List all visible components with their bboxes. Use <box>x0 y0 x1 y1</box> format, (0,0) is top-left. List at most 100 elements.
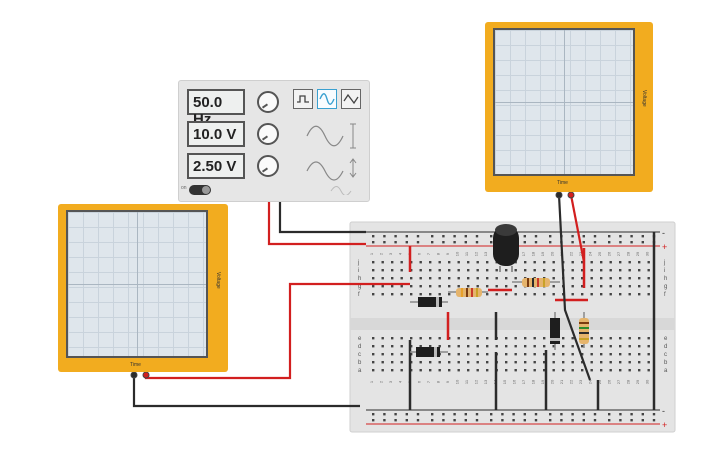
diode-2[interactable] <box>410 347 448 357</box>
resistor-3[interactable] <box>579 312 589 348</box>
column-number: 18 <box>531 379 536 384</box>
power-switch[interactable] <box>189 185 211 195</box>
row-letter: a <box>664 368 668 374</box>
column-number: 9 <box>445 252 450 255</box>
rail-plus-symbol: + <box>662 242 667 252</box>
dc-offset-display[interactable]: 2.50 V <box>187 153 245 179</box>
rail-minus-symbol: - <box>662 228 665 238</box>
diode-3[interactable] <box>550 312 560 350</box>
column-number: 13 <box>483 379 488 384</box>
column-number: 11 <box>464 379 469 384</box>
row-letter: e <box>664 336 668 342</box>
column-number: 17 <box>521 251 526 256</box>
column-numbers: 1122334455667788991010111112121313141415… <box>369 251 650 384</box>
amplitude-knob[interactable] <box>257 123 279 145</box>
rail-minus-symbol-bottom: - <box>662 406 665 416</box>
column-number: 29 <box>635 379 640 384</box>
column-number: 6 <box>417 380 422 383</box>
oscilloscope-left[interactable]: Time Voltage <box>58 204 228 372</box>
column-number: 16 <box>512 379 517 384</box>
fgen-positive-wire <box>267 192 366 246</box>
column-number: 13 <box>483 251 488 256</box>
frequency-knob[interactable] <box>257 91 279 113</box>
row-letter: b <box>664 360 668 366</box>
column-number: 23 <box>578 251 583 256</box>
triangle-wave-button[interactable] <box>341 89 361 109</box>
offset-indicator-icon <box>306 158 357 181</box>
square-wave-button[interactable] <box>293 89 313 109</box>
resistor-2[interactable] <box>448 288 488 297</box>
brand-logo-icon <box>330 186 352 195</box>
fgen-negative-wire <box>278 192 366 234</box>
right-scope-probe-red <box>569 194 586 263</box>
column-number: 1 <box>369 252 374 255</box>
row-letter: f <box>358 292 360 298</box>
square-wave-icon <box>297 95 309 103</box>
row-letter: d <box>664 344 667 350</box>
column-number: 8 <box>436 252 441 255</box>
column-number: 3 <box>388 380 393 383</box>
column-number: 24 <box>588 251 593 256</box>
amplitude-indicator-icon <box>306 123 356 149</box>
oscilloscope-right[interactable]: Time Voltage <box>485 22 653 192</box>
row-letter: c <box>358 352 361 358</box>
column-number: 19 <box>540 251 545 256</box>
column-number: 22 <box>569 251 574 256</box>
right-scope-probe-black <box>557 194 592 381</box>
column-number: 20 <box>550 379 555 384</box>
scope-screen-right <box>493 28 635 176</box>
column-number: 25 <box>597 251 602 256</box>
row-letter: c <box>664 352 667 358</box>
column-number: 24 <box>588 379 593 384</box>
column-number: 28 <box>626 251 631 256</box>
function-generator[interactable]: 50.0 Hz 10.0 V 2.50 V on <box>178 80 370 202</box>
column-number: 10 <box>455 379 460 384</box>
column-number: 3 <box>388 252 393 255</box>
board-jumpers[interactable] <box>408 232 656 410</box>
row-letter: g <box>358 284 361 290</box>
column-number: 30 <box>645 379 650 384</box>
column-number: 28 <box>626 379 631 384</box>
column-number: 25 <box>597 379 602 384</box>
column-number: 10 <box>455 251 460 256</box>
row-letter: e <box>358 336 362 342</box>
column-number: 27 <box>616 251 621 256</box>
row-letter: i <box>358 268 359 274</box>
sine-wave-icon <box>319 93 335 105</box>
column-number: 20 <box>550 251 555 256</box>
dc-offset-knob[interactable] <box>257 155 279 177</box>
column-number: 18 <box>531 251 536 256</box>
amplitude-display[interactable]: 10.0 V <box>187 121 245 147</box>
row-letter: h <box>358 276 361 282</box>
column-number: 21 <box>559 379 564 384</box>
column-number: 23 <box>578 379 583 384</box>
column-number: 7 <box>426 380 431 383</box>
column-number: 6 <box>417 252 422 255</box>
column-number: 7 <box>426 252 431 255</box>
sine-wave-button[interactable] <box>317 89 337 109</box>
triangle-wave-icon <box>343 93 359 105</box>
row-letter: b <box>358 360 362 366</box>
column-number: 12 <box>474 379 479 384</box>
scope-screen-left <box>66 210 208 358</box>
diode-1[interactable] <box>410 297 448 307</box>
column-number: 17 <box>521 379 526 384</box>
column-number: 27 <box>616 379 621 384</box>
row-letter: d <box>358 344 361 350</box>
row-letter: a <box>358 368 362 374</box>
row-letter: h <box>664 276 667 282</box>
power-label: on <box>181 185 187 191</box>
resistor-1[interactable] <box>512 278 560 287</box>
electrolytic-capacitor[interactable] <box>493 224 519 272</box>
voltage-axis-label: Voltage <box>215 272 221 289</box>
column-number: 26 <box>607 379 612 384</box>
row-letter: j <box>663 260 665 266</box>
column-number: 19 <box>540 379 545 384</box>
left-scope-probe-black <box>132 375 360 408</box>
column-number: 15 <box>502 379 507 384</box>
column-number: 22 <box>569 379 574 384</box>
column-number: 30 <box>645 251 650 256</box>
frequency-display[interactable]: 50.0 Hz <box>187 89 245 128</box>
